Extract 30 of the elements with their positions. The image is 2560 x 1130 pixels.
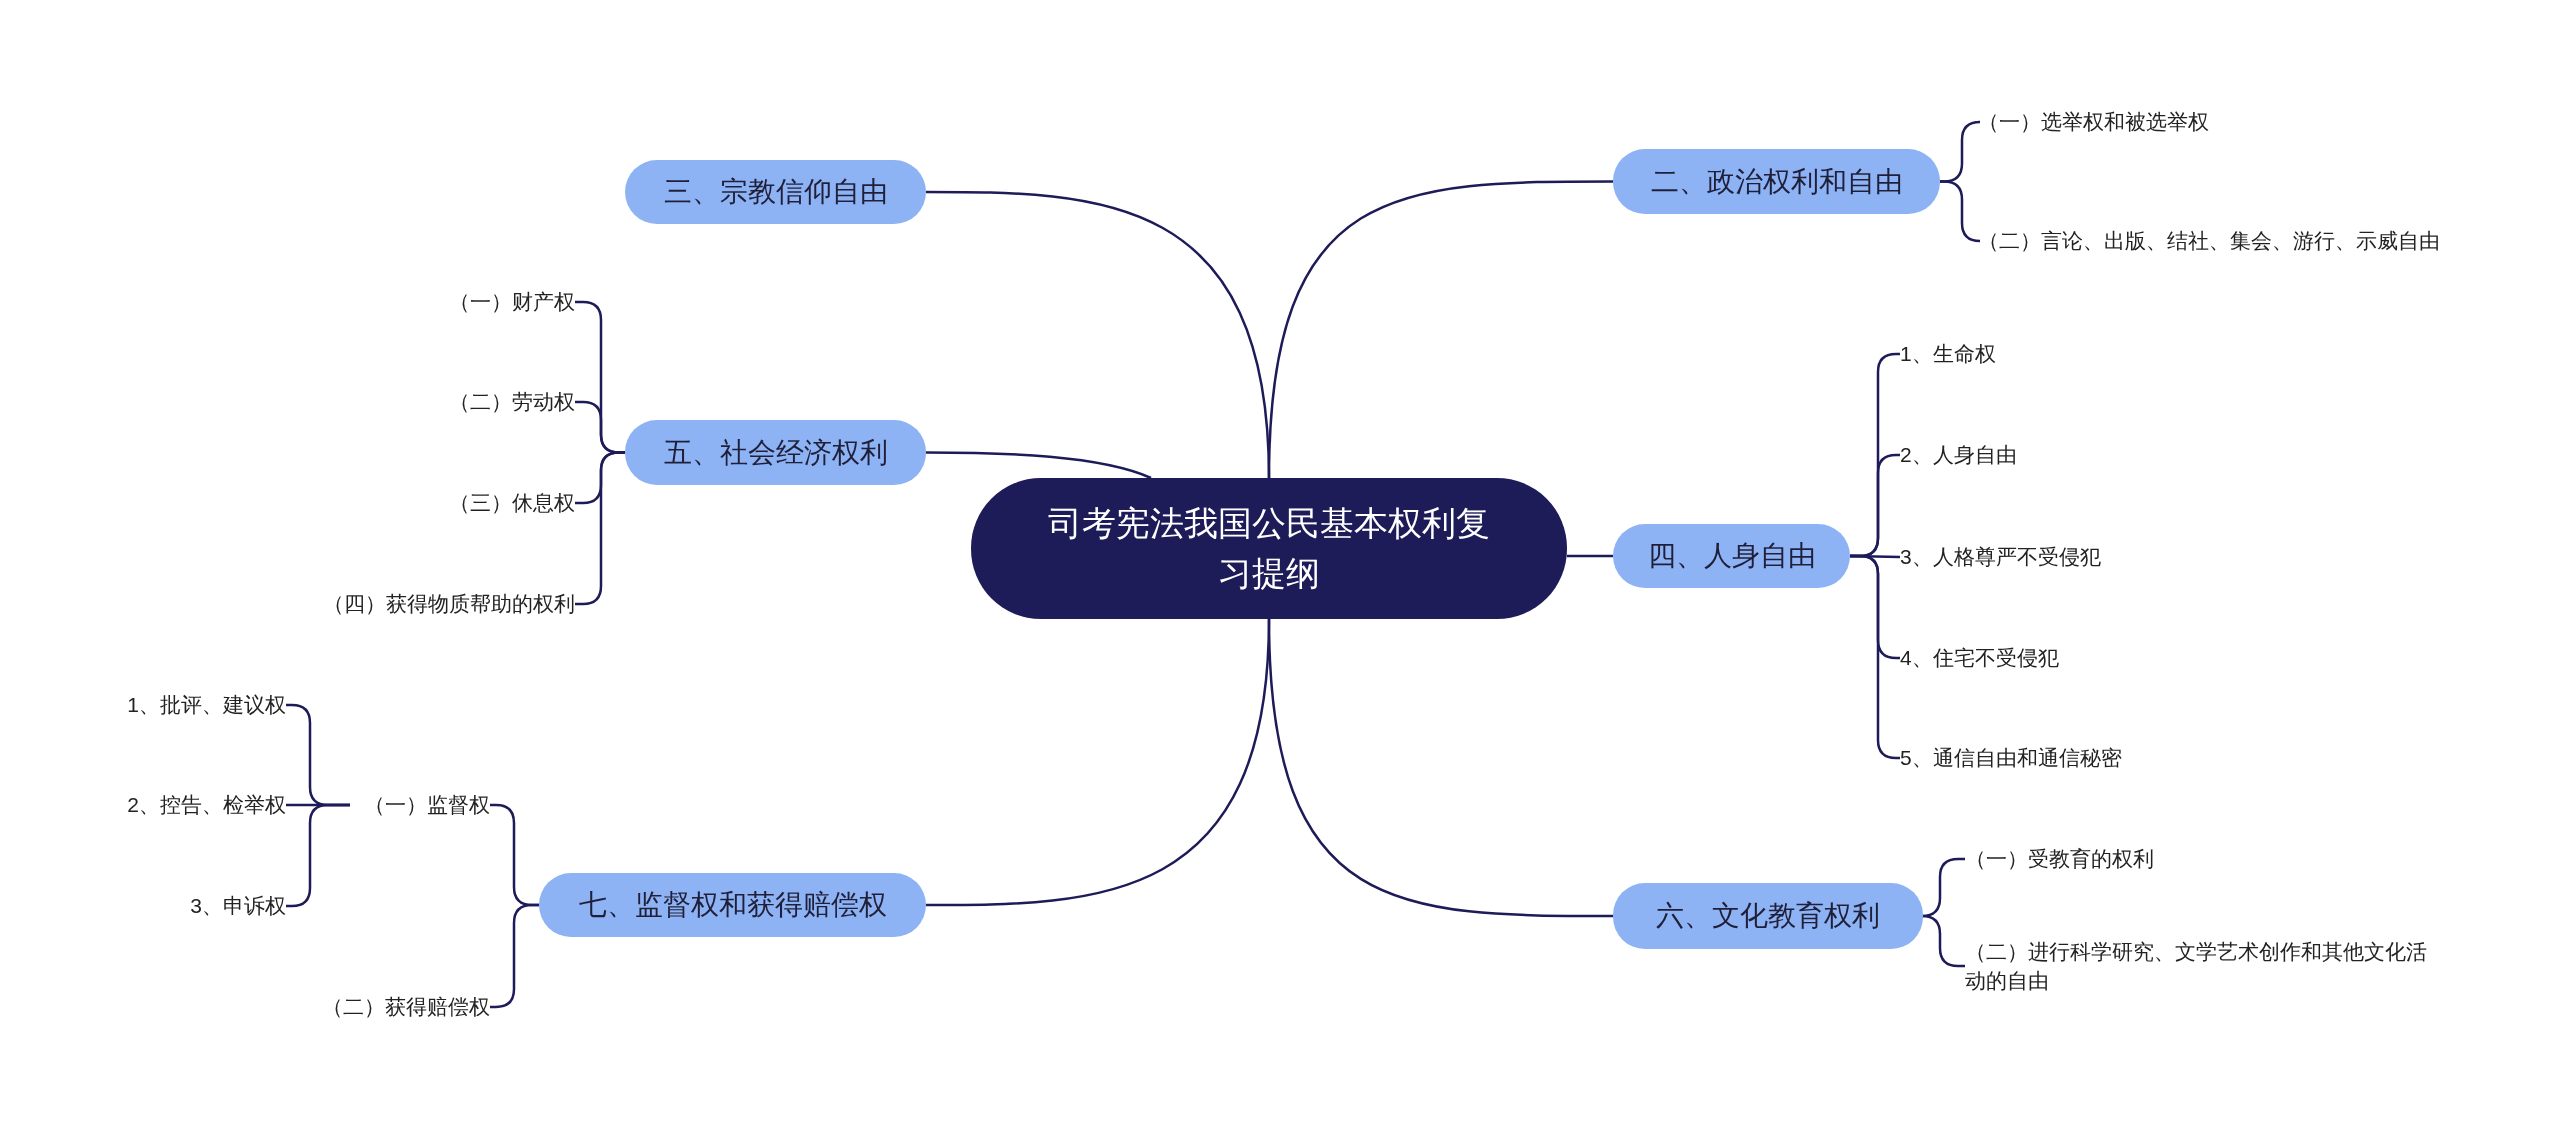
topic-box: 五、社会经济权利 bbox=[625, 420, 926, 485]
topic-text: （二）获得赔偿权 bbox=[270, 990, 490, 1024]
topic-text: （一）受教育的权利 bbox=[1965, 842, 2285, 876]
connector-line bbox=[1567, 554, 1613, 558]
topic-box: 六、文化教育权利 bbox=[1613, 883, 1923, 949]
topic-text: 5、通信自由和通信秘密 bbox=[1900, 741, 2230, 775]
topic-box: 三、宗教信仰自由 bbox=[625, 160, 926, 224]
topic-text: 2、控告、检举权 bbox=[66, 788, 286, 822]
connector-line bbox=[926, 618, 1271, 907]
central-topic-box: 司考宪法我国公民基本权利复习提纲 bbox=[971, 478, 1567, 619]
topic-text: （二）劳动权 bbox=[275, 385, 575, 419]
topic-box: 二、政治权利和自由 bbox=[1613, 149, 1940, 214]
topic-text: 4、住宅不受侵犯 bbox=[1900, 641, 2230, 675]
topic-text: （一）财产权 bbox=[275, 285, 575, 319]
topic-text: 1、批评、建议权 bbox=[66, 688, 286, 722]
topic-text: 3、人格尊严不受侵犯 bbox=[1900, 540, 2230, 574]
topic-text: （二）言论、出版、结社、集会、游行、示威自由 bbox=[1978, 210, 2468, 272]
topic-text: （一）选举权和被选举权 bbox=[1978, 105, 2298, 139]
topic-text: （一）监督权 bbox=[350, 788, 490, 822]
topic-text: （四）获得物质帮助的权利 bbox=[275, 587, 575, 621]
topic-text: 3、申诉权 bbox=[66, 889, 286, 923]
topic-text: （三）休息权 bbox=[275, 486, 575, 520]
topic-text: 2、人身自由 bbox=[1900, 438, 2230, 472]
topic-text: （二）进行科学研究、文学艺术创作和其他文化活动的自由 bbox=[1965, 935, 2443, 997]
connector-line bbox=[926, 451, 1152, 480]
connector-line bbox=[926, 190, 1271, 479]
topic-box: 七、监督权和获得赔偿权 bbox=[539, 873, 926, 937]
topic-text: 1、生命权 bbox=[1900, 337, 2230, 371]
topic-box: 四、人身自由 bbox=[1613, 524, 1850, 588]
connector-line bbox=[1940, 180, 1982, 243]
